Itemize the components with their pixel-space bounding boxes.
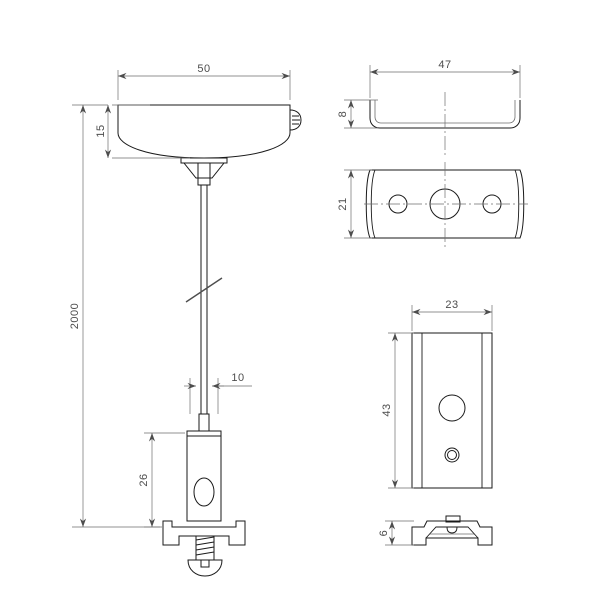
cable-break-line [185, 277, 223, 303]
canopy-collar-plate [180, 157, 228, 164]
plate-section-boss [445, 515, 461, 523]
screw-head [187, 559, 223, 577]
dimension-23: 23 [411, 299, 493, 331]
plate-outline [411, 332, 493, 489]
bottom-clip-bracket [162, 520, 246, 546]
dimension-43-label: 43 [381, 403, 393, 416]
dimension-21-label: 21 [337, 197, 349, 210]
canopy-cone [182, 162, 226, 179]
plate-small-hole-outer [444, 447, 460, 463]
bracket-plate-outline [365, 169, 525, 239]
dimension-6: 6 [378, 520, 414, 546]
dimension-10: 10 [184, 372, 252, 414]
dimension-47-label: 47 [438, 59, 451, 71]
dimension-50: 50 [117, 63, 291, 100]
dimension-8-label: 8 [337, 111, 349, 118]
dimension-26: 26 [138, 432, 185, 528]
screw-slot [200, 560, 210, 568]
dimension-15-label: 15 [95, 124, 107, 137]
suspension-body-front-view [162, 413, 246, 577]
dimension-43: 43 [381, 332, 414, 489]
body-oval-window [193, 477, 215, 507]
canopy-front-view [117, 104, 302, 186]
plate-section-outline [411, 520, 493, 546]
dimension-26-label: 26 [138, 473, 150, 486]
bracket-section-view [369, 92, 521, 155]
bottom-screw [187, 535, 223, 577]
mounting-plate-front-view [411, 332, 493, 489]
mounting-plate-section-view [411, 515, 493, 546]
body-housing [186, 435, 222, 522]
dimension-6-label: 6 [378, 530, 390, 537]
dimension-50-label: 50 [197, 63, 210, 75]
dimension-21: 21 [337, 169, 372, 239]
bracket-plan-view [364, 162, 528, 248]
canopy-side-screw [289, 109, 302, 131]
dimension-15: 15 [95, 104, 190, 159]
cable-gripper [197, 162, 211, 186]
dimension-47: 47 [369, 59, 521, 98]
dimension-2000-label: 2000 [69, 303, 81, 329]
dimension-10-label: 10 [231, 372, 244, 384]
plate-section-inner [425, 526, 479, 539]
plate-small-hole-inner [447, 450, 457, 460]
suspension-cable [185, 185, 223, 414]
dimension-23-label: 23 [445, 299, 458, 311]
dimension-8: 8 [337, 99, 378, 129]
plate-section-dimple [446, 526, 458, 534]
plate-large-hole [438, 394, 466, 422]
